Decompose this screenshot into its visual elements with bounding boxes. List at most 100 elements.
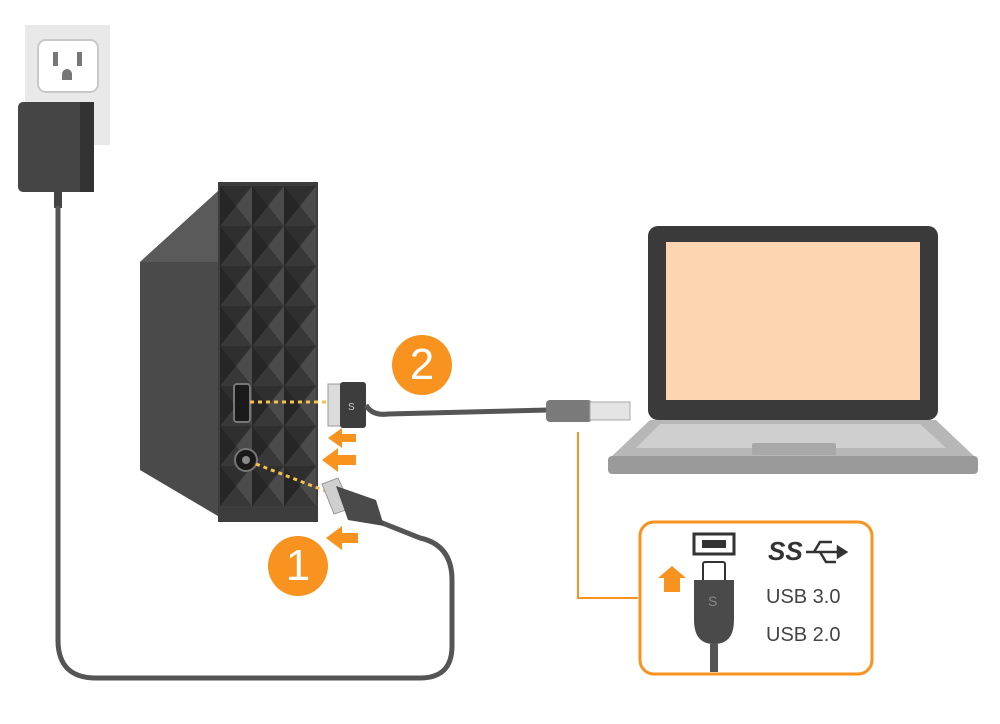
step-1-circle (268, 536, 328, 596)
drive-texture-facet (284, 266, 316, 286)
drive-texture-facet (236, 466, 252, 506)
step-2-circle (392, 335, 452, 395)
svg-text:S: S (348, 402, 355, 413)
drive-texture-facet (284, 306, 316, 326)
drive-texture-facet (252, 266, 284, 286)
drive-texture-facet (252, 386, 284, 406)
drive-texture-facet (236, 186, 252, 226)
drive-texture-facet (284, 366, 316, 386)
drive-texture-facet (220, 266, 252, 286)
external-drive-icon (140, 182, 318, 522)
drive-texture-facet (284, 226, 316, 246)
drive-texture-facet (300, 186, 316, 226)
arrow-icon (658, 566, 686, 592)
usb-trident-icon: S (694, 561, 734, 672)
drive-texture-facet (252, 246, 284, 266)
drive-texture-facet (252, 346, 284, 366)
drive-texture-facet (252, 446, 284, 466)
drive-texture-facet (220, 266, 236, 306)
drive-texture-facet (220, 326, 252, 346)
usb3-label: USB 3.0 (766, 586, 841, 608)
drive-texture-facet (252, 366, 284, 386)
superspeed-logo: SS (768, 536, 803, 566)
drive-texture-facet (252, 426, 284, 446)
drive-texture-facet (268, 386, 284, 426)
drive-texture-facet (220, 486, 252, 506)
drive-texture-facet (220, 426, 252, 446)
drive-texture-facet (284, 346, 316, 366)
drive-texture-facet (284, 466, 316, 486)
drive-texture-facet (300, 346, 316, 386)
svg-text:S: S (708, 593, 717, 609)
drive-texture-facet (220, 226, 236, 266)
drive-texture-facet (268, 346, 284, 386)
drive-texture-facet (284, 246, 316, 266)
drive-texture-facet (252, 346, 268, 386)
drive-texture-facet (220, 206, 252, 226)
drive-texture-facet (220, 186, 252, 206)
power-adapter-icon (18, 102, 94, 208)
drive-texture-facet (220, 346, 252, 366)
drive-texture-facet (220, 186, 236, 226)
drive-texture-facet (252, 206, 284, 226)
drive-texture-facet (252, 486, 284, 506)
drive-texture-facet (220, 246, 252, 266)
drive-texture-facet (284, 446, 316, 466)
usb-cable (363, 403, 549, 417)
drive-texture-facet (220, 386, 236, 426)
drive-texture-facet (220, 426, 236, 466)
drive-texture-facet (268, 226, 284, 266)
drive-texture-facet (284, 386, 316, 406)
power-guide-line (255, 462, 329, 494)
drive-texture-facet (300, 426, 316, 466)
drive-texture-facet (268, 186, 284, 226)
usb2-label: USB 2.0 (766, 624, 841, 646)
usb-symbol-icon (806, 540, 849, 564)
step-1-number: 1 (285, 541, 311, 590)
drive-texture-facet (284, 286, 316, 306)
drive-texture-facet (300, 266, 316, 306)
laptop-icon (608, 226, 978, 474)
drive-texture-facet (284, 486, 316, 506)
usb-port-icon (692, 532, 736, 556)
drive-texture-facet (300, 306, 316, 346)
drive-texture-facet (284, 346, 300, 386)
drive-texture-facet (220, 306, 236, 346)
drive-texture-facet (284, 186, 300, 226)
drive-texture-facet (284, 186, 316, 206)
step-2-number: 2 (409, 340, 435, 389)
drive-texture-facet (252, 306, 268, 346)
drive-texture-facet (284, 326, 316, 346)
drive-texture-facet (220, 286, 252, 306)
drive-texture-facet (220, 306, 252, 326)
drive-texture-facet (236, 266, 252, 306)
power-cable (55, 206, 455, 681)
drive-texture-facet (284, 206, 316, 226)
drive-texture-facet (284, 406, 316, 426)
usb-a-plug-icon (546, 400, 631, 422)
drive-texture-facet (220, 346, 236, 386)
drive-texture-facet (236, 226, 252, 266)
drive-texture-facet (284, 426, 316, 446)
power-plug-icon (321, 477, 384, 526)
drive-texture-facet (268, 306, 284, 346)
usb-connector-icon: S (327, 382, 366, 428)
drive-texture-facet (220, 226, 252, 246)
arrow-icon (322, 428, 358, 550)
drive-texture-facet (268, 266, 284, 306)
drive-texture-facet (284, 226, 300, 266)
drive-texture-facet (268, 466, 284, 506)
drive-texture-facet (300, 466, 316, 506)
drive-texture-facet (252, 226, 284, 246)
callout-line (577, 432, 638, 599)
drive-texture-facet (252, 226, 268, 266)
drive-texture-facet (236, 306, 252, 346)
drive-texture-facet (252, 186, 284, 206)
drive-texture-facet (300, 226, 316, 266)
drive-texture-facet (252, 406, 284, 426)
drive-texture-facet (284, 426, 300, 466)
drive-texture-facet (252, 326, 284, 346)
drive-texture-facet (268, 426, 284, 466)
drive-texture-facet (252, 466, 284, 486)
